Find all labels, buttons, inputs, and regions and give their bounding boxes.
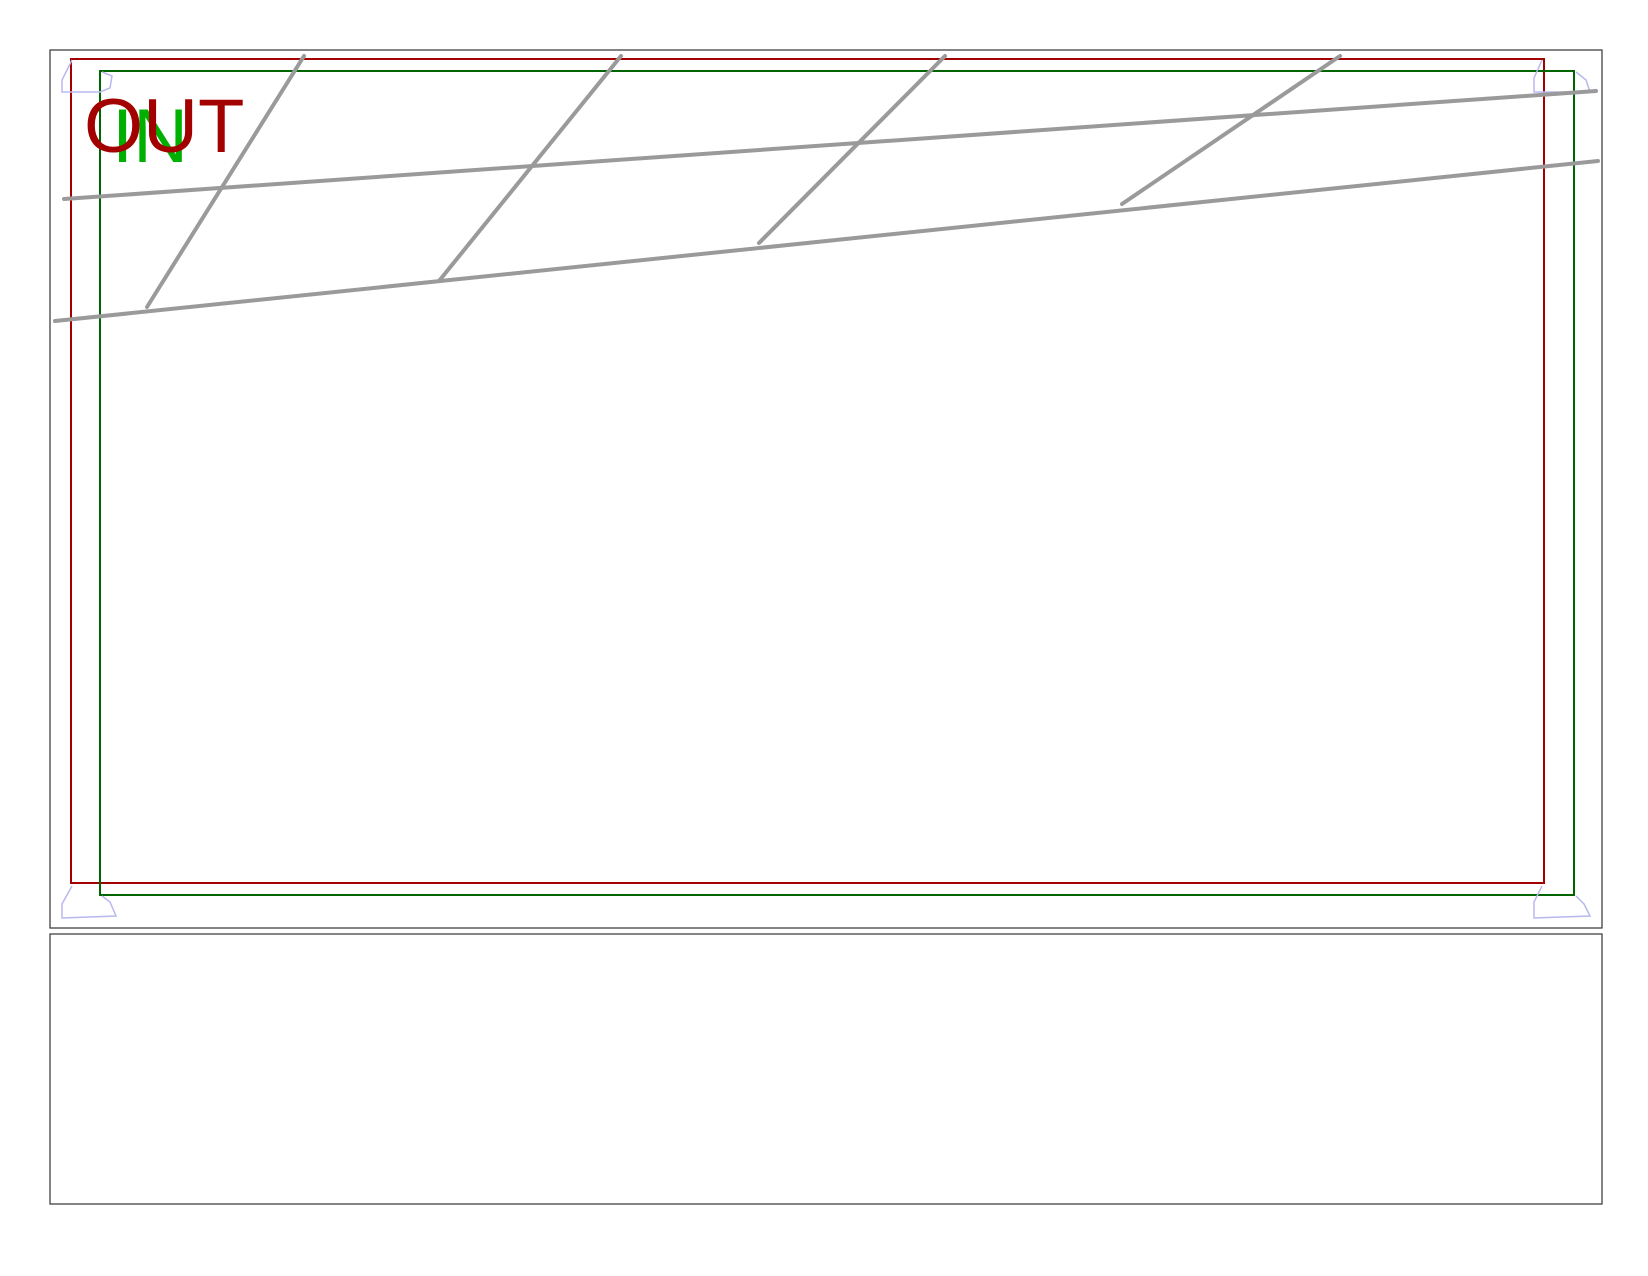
diagonal-line-2 — [437, 54, 623, 283]
corner-mark-bottom-right — [1533, 885, 1592, 919]
upper-long-line — [62, 89, 1598, 201]
in-label: IN — [112, 94, 188, 179]
diagonal-line-3 — [757, 54, 947, 245]
corner-mark-bottom-left — [61, 885, 118, 919]
out-label: OUT — [84, 84, 244, 169]
corner-mark-top-right — [1533, 59, 1592, 93]
lower-long-line — [53, 159, 1600, 323]
bottom-panel-frame — [49, 933, 1603, 1205]
diagonal-line-1 — [145, 54, 306, 309]
corner-mark-top-left — [61, 59, 113, 93]
in-boundary — [99, 70, 1575, 896]
diagonal-line-4 — [1120, 54, 1342, 206]
out-boundary — [70, 58, 1545, 884]
top-panel-frame — [49, 49, 1603, 929]
